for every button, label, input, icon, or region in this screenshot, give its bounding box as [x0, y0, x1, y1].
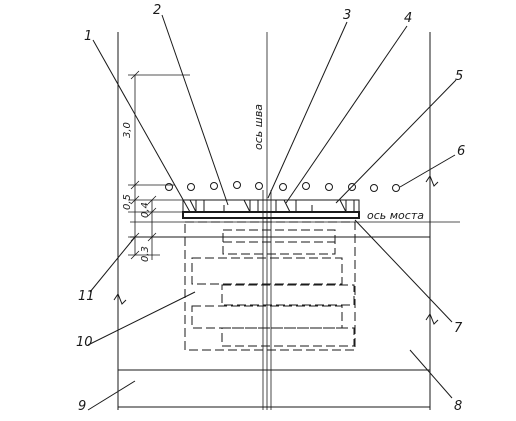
dimension-lines [128, 70, 190, 260]
callout-3: 3 [343, 8, 351, 23]
seam-axis-label: ось шва [252, 104, 265, 150]
dimension-0-5: 0,5 [122, 194, 133, 210]
frame-lines [113, 32, 439, 410]
dimension-3-0: 3,0 [122, 122, 133, 138]
dimension-0-3: 0,3 [140, 246, 151, 262]
callout-1: 1 [84, 29, 92, 44]
callout-11: 11 [78, 289, 95, 304]
callout-8: 8 [454, 399, 462, 414]
callout-4: 4 [404, 11, 412, 26]
bridge-axis-label: ось моста [367, 209, 424, 222]
seam-plate [182, 199, 360, 219]
callout-5: 5 [455, 69, 463, 84]
dimension-0-4: 0,4 [140, 202, 151, 218]
seam-axis [262, 32, 272, 410]
callout-9: 9 [78, 399, 86, 414]
bolt-row [165, 181, 400, 192]
anchor-block [184, 221, 356, 351]
callout-10: 10 [76, 335, 93, 350]
callout-7: 7 [454, 321, 463, 336]
leader-lines [87, 14, 457, 411]
callout-2: 2 [153, 3, 161, 18]
callout-6: 6 [457, 144, 465, 159]
